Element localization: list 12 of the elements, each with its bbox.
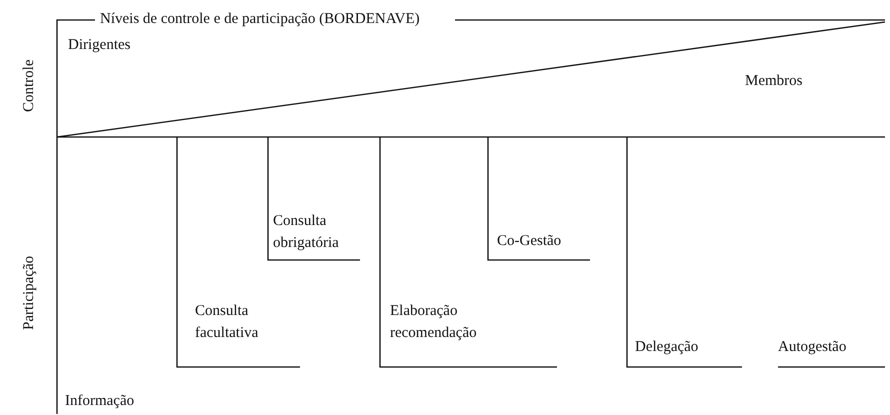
level-label: Delegação: [635, 338, 698, 357]
level-label: Informação: [65, 392, 134, 411]
level-label: Consulta facultativa: [195, 302, 260, 343]
axis-label: Controle: [20, 60, 38, 112]
diagram-title: Níveis de controle e de participação (BORDENAVE): [100, 10, 420, 29]
role-label: Dirigentes: [68, 36, 130, 55]
level-label: Co-Gestão: [497, 232, 562, 251]
level-label: Autogestão: [778, 338, 846, 357]
level-label: Consulta obrigatória: [273, 212, 340, 253]
level-label: Elaboração recomendação: [390, 302, 478, 343]
axis-label: Participação: [20, 256, 38, 330]
role-label: Membros: [745, 72, 802, 91]
